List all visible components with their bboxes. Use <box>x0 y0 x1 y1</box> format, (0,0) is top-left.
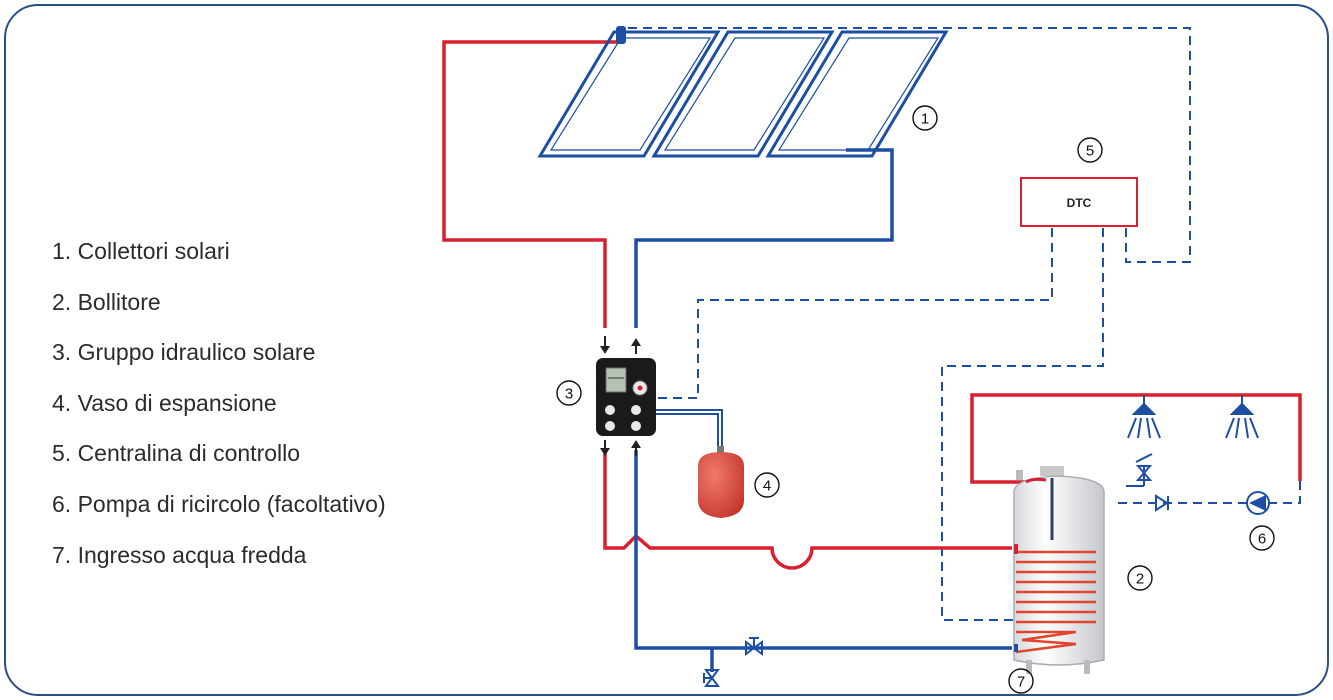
arrow-up-icon <box>631 338 641 354</box>
marker-5: 5 <box>1077 137 1103 163</box>
controller-label: DTC <box>1067 196 1092 210</box>
marker-7: 7 <box>1008 668 1034 694</box>
marker-2: 2 <box>1127 565 1153 591</box>
legend-item-cold-water-inlet: 7. Ingresso acqua fredda <box>52 541 307 568</box>
hot-line <box>442 34 1302 570</box>
arrow-down-icon <box>600 336 610 354</box>
legend-item-hydraulic-group: 3. Gruppo idraulico solare <box>52 339 316 366</box>
arrow-up-icon <box>631 440 641 456</box>
signal-line-boiler-sensor-top <box>941 228 1104 621</box>
arrow-down-icon <box>600 440 610 456</box>
svg-text:1: 1 <box>921 111 929 128</box>
collector-panel-2 <box>651 30 835 158</box>
boiler-hot-outlet <box>1025 477 1047 484</box>
svg-text:5: 5 <box>1086 143 1094 160</box>
svg-text:4: 4 <box>763 478 771 495</box>
legend-item-recirculation-pump: 6. Pompa di ricircolo (facoltativo) <box>52 490 386 517</box>
check-valve-icon <box>1155 494 1169 512</box>
number-markers: 1 5 3 4 6 2 7 <box>556 105 1275 694</box>
svg-text:3: 3 <box>565 386 573 403</box>
svg-text:6: 6 <box>1258 531 1266 548</box>
solar-collectors <box>537 26 949 158</box>
marker-6: 6 <box>1249 525 1275 551</box>
marker-1: 1 <box>912 105 938 131</box>
legend-list: 1. Collettori solari 2. Bollitore 3. Gru… <box>52 236 386 590</box>
cold-line <box>634 148 1012 672</box>
marker-3: 3 <box>556 380 582 406</box>
shower-icon <box>1127 395 1161 439</box>
pump-icon <box>1246 491 1270 515</box>
shower-heads <box>1127 395 1259 439</box>
expansion-vessel <box>698 446 744 518</box>
signal-line-hydraulic-group <box>656 228 1053 399</box>
hot-line-group-to-boiler <box>603 450 1012 570</box>
drain-valve-icon <box>703 669 720 687</box>
recirculation-line <box>1112 481 1301 504</box>
hot-water-distribution-line <box>970 393 1302 484</box>
signal-line-collector-sensor <box>628 27 1191 263</box>
hydraulic-group-display <box>605 367 627 393</box>
signal-lines <box>628 27 1191 621</box>
shower-icon <box>1225 395 1259 439</box>
legend-item-collectors: 1. Collettori solari <box>52 238 230 264</box>
legend-item-controller: 5. Centralina di controllo <box>52 440 301 467</box>
marker-4: 4 <box>754 472 780 498</box>
boiler-foot-left <box>1026 660 1032 674</box>
controller-box: DTC <box>1020 177 1138 227</box>
boiler-heat-exchanger-coil <box>1015 550 1096 654</box>
legend-item-boiler: 2. Bollitore <box>52 288 161 315</box>
gate-valve-icon <box>745 637 763 656</box>
safety-valve-icon <box>1126 453 1153 487</box>
boiler-foot-right <box>1084 660 1090 674</box>
collector-sensor <box>616 26 626 44</box>
valves <box>703 453 1169 687</box>
hydraulic-group <box>596 358 656 436</box>
collector-panel-3 <box>765 30 949 158</box>
svg-text:2: 2 <box>1136 571 1144 588</box>
expansion-vessel-pipe <box>654 409 723 448</box>
legend-item-expansion-vessel: 4. Vaso di espansione <box>52 389 277 416</box>
boiler-tank <box>1013 466 1105 674</box>
flow-arrows <box>600 336 641 456</box>
cold-line-collector-return <box>634 148 894 328</box>
cold-line-group-to-boiler <box>634 450 1012 650</box>
collector-panel-1 <box>537 30 721 158</box>
svg-text:7: 7 <box>1017 674 1025 691</box>
